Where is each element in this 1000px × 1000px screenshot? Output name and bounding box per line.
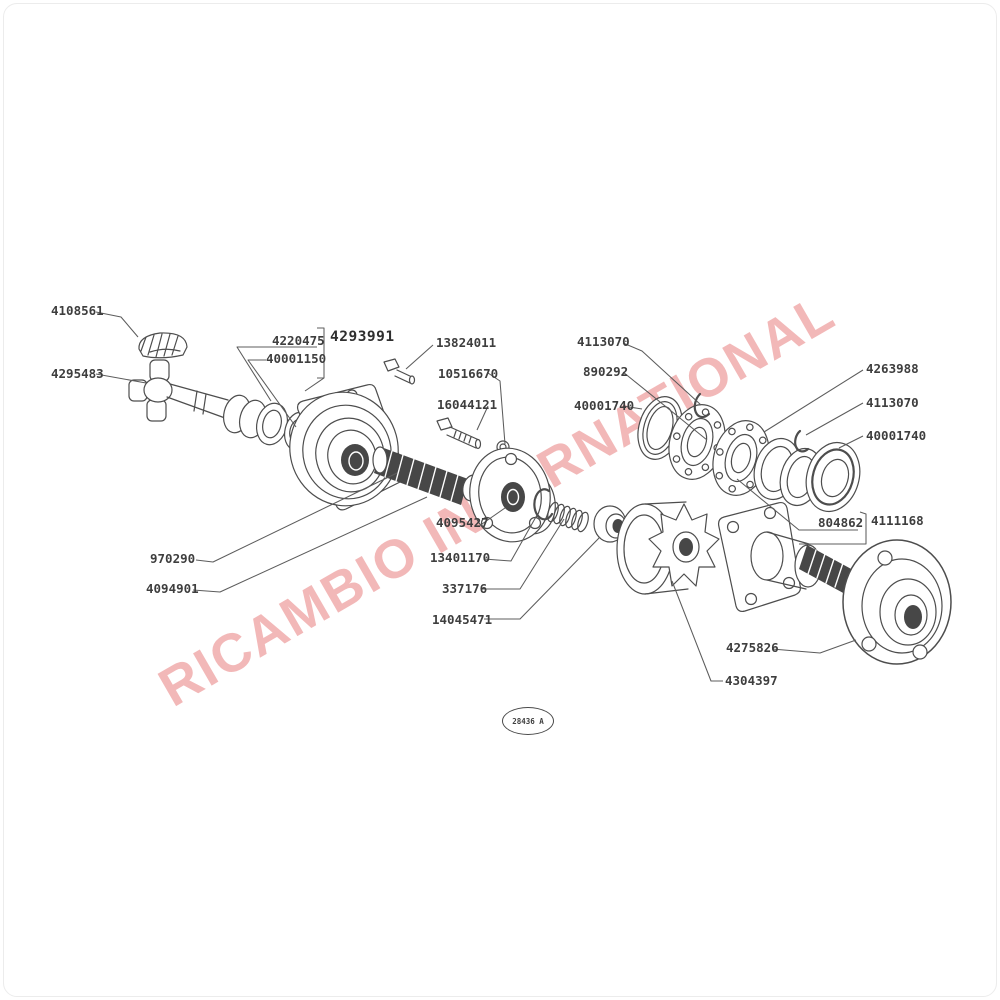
part-label-890292: 890292 [583,364,629,379]
part-label-10516670: 10516670 [438,366,499,381]
part-bolt-long-drawing [436,417,482,450]
part-bushing-drawing [593,505,627,543]
part-label-337176: 337176 [442,581,488,596]
part-spring-drawing [547,501,589,533]
part-joint-drum-drawing [616,501,720,595]
part-label-970290: 970290 [150,551,196,566]
part-label-16044121: 16044121 [437,397,498,412]
part-label-4111168: 4111168 [871,513,924,528]
part-label-4113070: 4113070 [866,395,919,410]
part-label-40001150: 40001150 [266,351,327,366]
part-bolt-short-drawing [383,358,416,385]
part-yoke-drawing [128,359,229,422]
part-coupling-drawing [469,447,556,543]
reference-stamp: 28436 A [502,707,554,735]
part-wheel-hub-drawing [842,539,952,665]
part-bearing-890292-drawing [668,404,726,480]
part-centre-flange-drawing [289,383,407,511]
stamp-text: 28436 A [512,716,544,726]
part-circlip-right-drawing [794,429,810,453]
part-label-4293991: 4293991 [330,329,395,345]
part-label-4113070: 4113070 [577,334,630,349]
part-label-804862: 804862 [818,515,864,530]
part-label-4094901: 4094901 [146,581,199,596]
part-label-40001740: 40001740 [866,428,927,443]
part-seal-right-drawing [805,442,861,512]
part-label-4304397: 4304397 [725,673,778,688]
part-label-4295483: 4295483 [51,366,104,381]
part-snap-ring-drawing [533,488,554,521]
leader-lines [95,311,867,682]
part-label-4108561: 4108561 [51,303,104,318]
part-label-14045471: 14045471 [432,612,493,627]
part-label-40001740: 40001740 [574,398,635,413]
part-label-13824011: 13824011 [436,335,497,350]
part-cap-drawing [138,332,188,359]
part-circlip-left-drawing [693,392,711,419]
part-label-4220475: 4220475 [272,333,325,348]
part-label-13401170: 13401170 [430,550,491,565]
part-label-4263988: 4263988 [866,361,919,376]
part-label-4095427: 4095427 [436,515,489,530]
part-label-4275826: 4275826 [726,640,779,655]
